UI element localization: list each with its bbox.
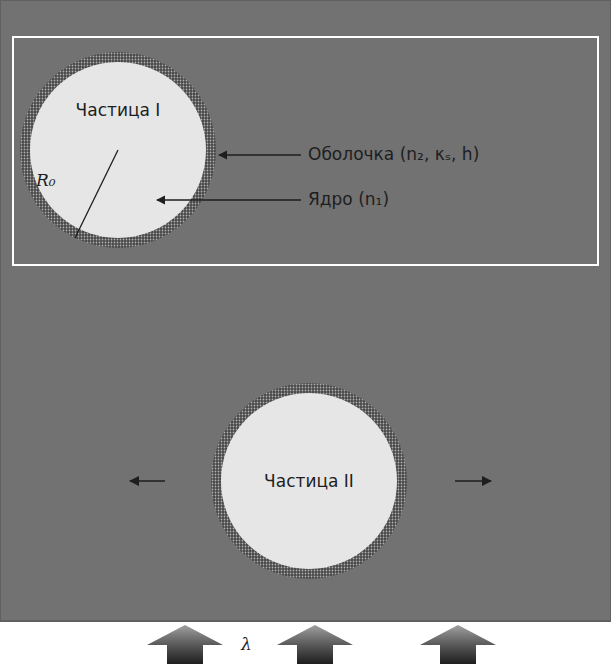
region-frame [13,37,598,265]
motion-arrow [130,480,165,482]
radius-label: R₀ [36,170,56,190]
particle-circle: Частица I [20,52,216,248]
wavelength-label: λ [241,634,252,654]
medium-area [0,0,611,621]
shell-label: Оболочка (n₂, κₛ, h) [308,144,479,164]
particle-name: Частица I [20,100,216,120]
particle-circle: Частица II [211,383,407,579]
light-beam-arrows [147,625,496,664]
leader-arrow [157,199,301,200]
radius-line [75,150,118,238]
motion-arrow [455,480,491,482]
particle-core-shell [25,57,211,243]
core-label: Ядро (n₁) [308,189,389,209]
leader-arrow [219,154,301,155]
particle-outline [20,52,216,248]
particle-name: Частица II [211,471,407,491]
